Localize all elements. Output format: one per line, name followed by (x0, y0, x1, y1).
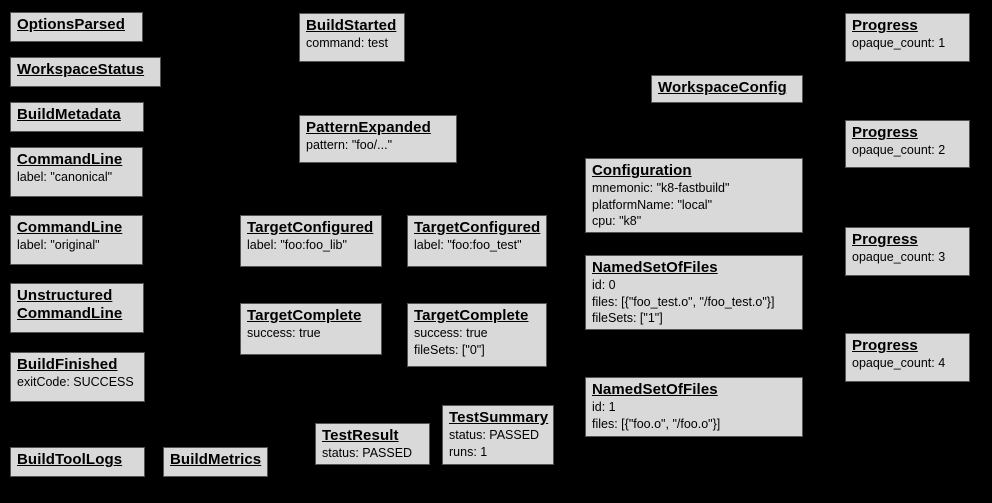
node-title: TargetConfigured (414, 219, 541, 236)
node-field: platformName: "local" (592, 197, 713, 212)
node-title: BuildToolLogs (17, 451, 123, 468)
node-pattern-expanded: PatternExpanded pattern: "foo/..." (299, 115, 457, 163)
node-build-finished: BuildFinished exitCode: SUCCESS (10, 352, 145, 402)
node-field: label: "foo:foo_lib" (247, 238, 347, 252)
node-title: BuildMetadata (17, 106, 121, 123)
node-progress-1: Progress opaque_count: 1 (845, 13, 970, 62)
node-workspace-status: WorkspaceStatus (10, 57, 161, 87)
node-named-set-of-files-0: NamedSetOfFiles id: 0 files: [{"foo_test.o… (585, 255, 803, 330)
node-title: WorkspaceConfig (658, 79, 787, 96)
node-field: exitCode: SUCCESS (17, 375, 134, 389)
node-target-configured-test: TargetConfigured label: "foo:foo_test" (407, 215, 547, 267)
node-field: id: 0 (592, 278, 616, 292)
node-title: Progress (852, 231, 918, 248)
node-field: label: "foo:foo_test" (414, 238, 522, 252)
node-field: runs: 1 (449, 444, 488, 459)
node-field: opaque_count: 1 (852, 36, 946, 50)
node-build-metadata: BuildMetadata (10, 102, 144, 132)
node-field: label: "original" (17, 238, 100, 252)
node-title: Configuration (592, 162, 692, 179)
node-command-line-canonical: CommandLine label: "canonical" (10, 147, 143, 197)
node-title: Progress (852, 124, 918, 141)
node-build-tool-logs: BuildToolLogs (10, 447, 145, 477)
node-title: TargetComplete (247, 307, 362, 324)
node-title: NamedSetOfFiles (592, 381, 718, 398)
node-progress-2: Progress opaque_count: 2 (845, 120, 970, 168)
node-progress-4: Progress opaque_count: 4 (845, 333, 970, 382)
node-title: Progress (852, 337, 918, 354)
node-build-metrics: BuildMetrics (163, 447, 268, 477)
node-field: fileSets: ["0"] (414, 342, 485, 357)
node-title: PatternExpanded (306, 119, 431, 136)
node-field: files: [{"foo.o", "/foo.o"}] (592, 416, 721, 431)
node-title: TestResult (322, 427, 399, 444)
node-title: BuildMetrics (170, 451, 262, 468)
node-command-line-original: CommandLine label: "original" (10, 215, 143, 265)
node-test-summary: TestSummary status: PASSED runs: 1 (442, 405, 554, 465)
node-target-complete-lib: TargetComplete success: true (240, 303, 382, 355)
node-title: TargetComplete (414, 307, 529, 324)
node-options-parsed: OptionsParsed (10, 12, 143, 42)
node-field: fileSets: ["1"] (592, 311, 663, 325)
node-field: status: PASSED (449, 428, 540, 442)
node-field: command: test (306, 36, 388, 50)
node-field: id: 1 (592, 400, 616, 414)
node-title: Unstructured CommandLine (17, 287, 123, 322)
node-title: TargetConfigured (247, 219, 374, 236)
node-field: files: [{"foo_test.o", "/foo_test.o"}] (592, 294, 775, 309)
node-title: BuildFinished (17, 356, 118, 373)
node-field: status: PASSED (322, 446, 413, 460)
node-field: label: "canonical" (17, 170, 113, 184)
node-field: opaque_count: 3 (852, 250, 946, 264)
node-unstructured-command-line: Unstructured CommandLine (10, 283, 144, 333)
node-build-started: BuildStarted command: test (299, 13, 405, 62)
node-title: OptionsParsed (17, 16, 125, 33)
node-field: mnemonic: "k8-fastbuild" (592, 181, 730, 195)
node-target-configured-lib: TargetConfigured label: "foo:foo_lib" (240, 215, 382, 267)
node-workspace-config: WorkspaceConfig (651, 75, 803, 103)
node-title: NamedSetOfFiles (592, 259, 718, 276)
node-field: opaque_count: 4 (852, 356, 946, 370)
node-named-set-of-files-1: NamedSetOfFiles id: 1 files: [{"foo.o", "/… (585, 377, 803, 437)
node-field: opaque_count: 2 (852, 143, 946, 157)
node-configuration: Configuration mnemonic: "k8-fastbuild" pla… (585, 158, 803, 233)
node-title: CommandLine (17, 219, 123, 236)
node-field: pattern: "foo/..." (306, 138, 393, 152)
node-title: TestSummary (449, 409, 549, 426)
node-field: success: true (414, 326, 488, 340)
node-title: WorkspaceStatus (17, 61, 145, 78)
node-target-complete-test: TargetComplete success: true fileSets: ["0… (407, 303, 547, 367)
node-title: BuildStarted (306, 17, 397, 34)
node-progress-3: Progress opaque_count: 3 (845, 227, 970, 276)
node-title: Progress (852, 17, 918, 34)
node-field: cpu: "k8" (592, 214, 642, 228)
node-test-result: TestResult status: PASSED (315, 423, 430, 465)
node-title: CommandLine (17, 151, 123, 168)
node-field: success: true (247, 326, 321, 340)
